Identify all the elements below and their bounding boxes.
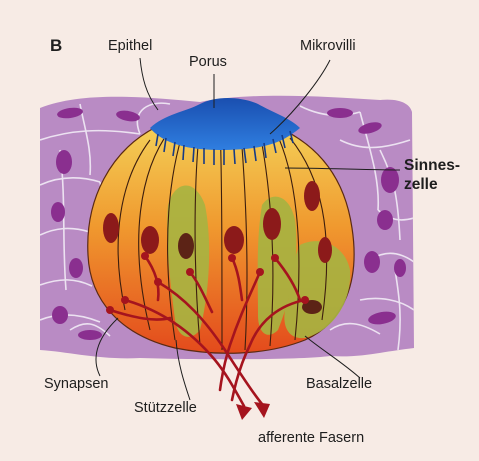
label-epithel: Epithel: [108, 38, 152, 54]
panel-letter: B: [50, 36, 62, 56]
fiber-arrowheads: [236, 402, 270, 420]
label-porus: Porus: [189, 54, 227, 70]
label-stuetzzelle: Stützzelle: [134, 400, 197, 416]
label-sinneszelle-line2: zelle: [404, 175, 438, 194]
label-mikrovilli: Mikrovilli: [300, 38, 356, 54]
label-basalzelle: Basalzelle: [306, 376, 372, 392]
label-afferente-fasern: afferente Fasern: [258, 430, 364, 446]
label-synapsen: Synapsen: [44, 376, 109, 392]
label-sinneszelle-line1: Sinnes-: [404, 156, 460, 175]
